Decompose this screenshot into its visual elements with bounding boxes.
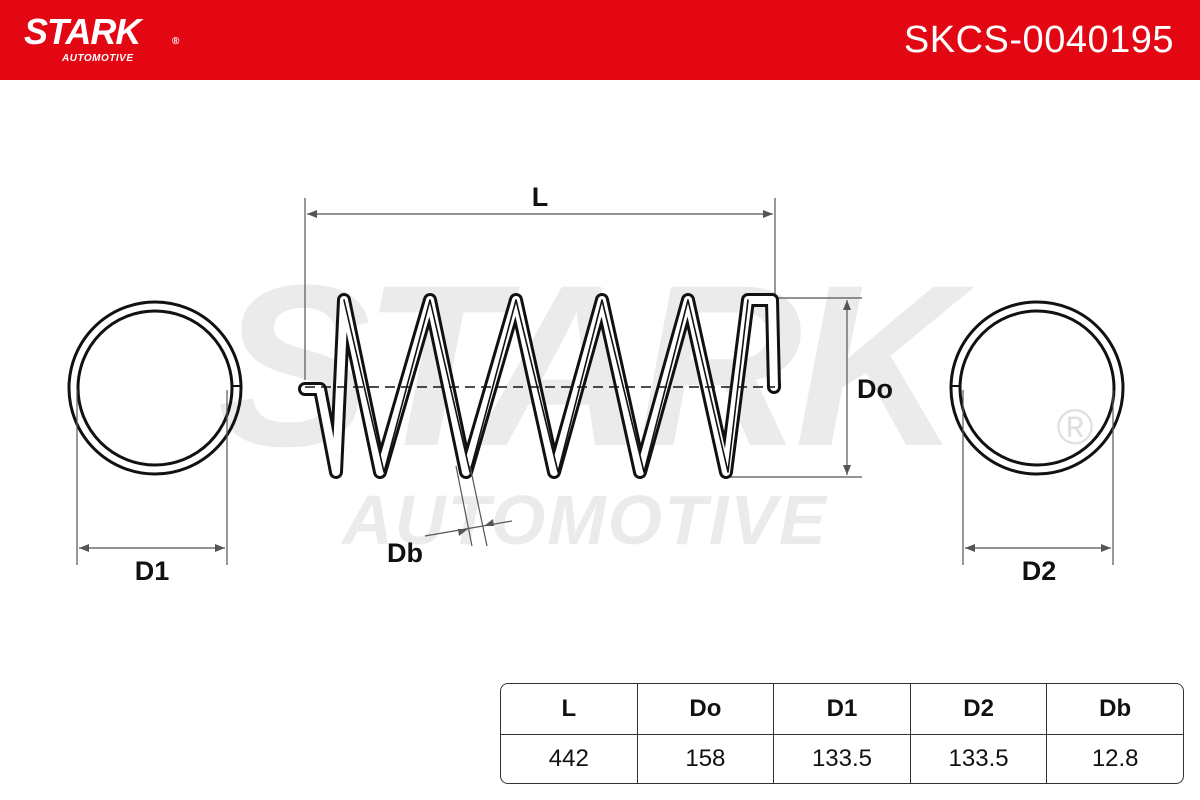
label-wire-diameter: Db	[387, 538, 423, 568]
brand-subtitle: AUTOMOTIVE	[62, 53, 134, 64]
label-outer-diameter: Do	[857, 374, 893, 404]
end-ring-d1	[67, 300, 243, 476]
spec-table-header-row: L Do D1 D2 Db	[501, 684, 1183, 735]
header-cell-d1: D1	[774, 684, 911, 734]
coil-spring	[298, 293, 781, 479]
value-cell-d1: 133.5	[774, 734, 911, 783]
spec-table: L Do D1 D2 Db 442 158 133.5 133.5 12.8	[500, 683, 1184, 784]
label-length: L	[532, 182, 549, 212]
dimension-wire-diameter	[424, 465, 513, 547]
brand-logo: STARK ® AUTOMOTIVE	[24, 11, 179, 65]
header-cell-d2: D2	[911, 684, 1048, 734]
header-cell-do: Do	[638, 684, 775, 734]
value-cell-l: 442	[501, 734, 638, 783]
header-cell-db: Db	[1099, 694, 1132, 722]
spec-table-value-row: 442 158 133.5 133.5 12.8	[501, 734, 1183, 783]
watermark-subtitle: AUTOMOTIVE	[340, 481, 828, 559]
end-ring-d2	[949, 300, 1125, 476]
spring-drawing: STARK AUTOMOTIVE ® D1 D2 L	[67, 182, 1125, 586]
header-cell-l: L	[501, 684, 638, 734]
brand-registered-mark: ®	[172, 36, 180, 47]
label-d1: D1	[135, 556, 170, 586]
label-d2: D2	[1022, 556, 1057, 586]
dimension-d1	[76, 390, 228, 565]
dimension-d2	[962, 390, 1114, 565]
header-bar: STARK ® AUTOMOTIVE SKCS-0040195	[0, 0, 1200, 80]
value-cell-db: 12.8	[1091, 745, 1139, 773]
part-number: SKCS-0040195	[903, 19, 1174, 61]
value-cell-d2: 133.5	[911, 734, 1048, 783]
value-cell-do: 158	[638, 734, 775, 783]
brand-name: STARK	[24, 11, 141, 52]
